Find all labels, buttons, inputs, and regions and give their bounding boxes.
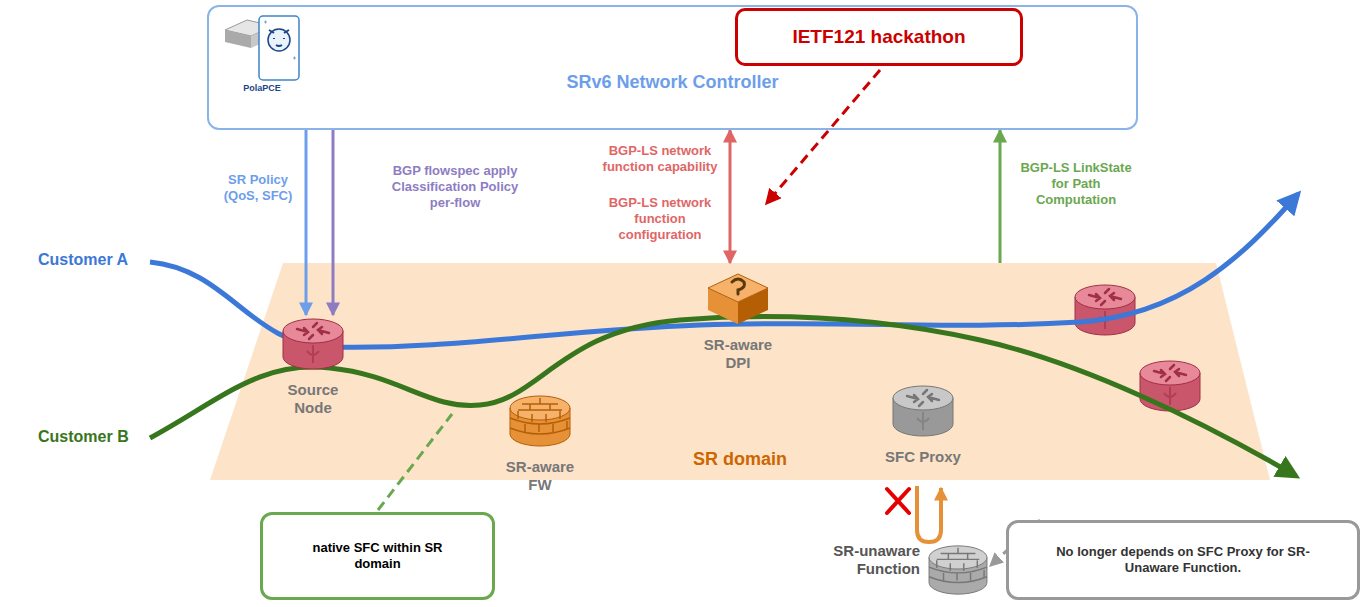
icon-graphic	[283, 319, 343, 369]
customer-label: Customer A	[38, 252, 128, 268]
proxy-node: SFC Proxy	[863, 382, 983, 466]
brick-joint	[963, 563, 964, 571]
node-label: SR-aware DPI	[696, 336, 781, 372]
router-arrows	[907, 390, 939, 406]
brick-joint	[566, 421, 568, 429]
node-label: PolaPCE	[223, 83, 301, 94]
sr-domain-shape	[210, 263, 1270, 480]
router-arrows	[297, 323, 329, 339]
icon-top	[929, 546, 987, 569]
node-label: SR-aware FW	[498, 458, 583, 494]
dpi-mark	[732, 279, 744, 294]
router-side-mark	[307, 345, 319, 363]
hackathon-pointer	[766, 70, 880, 204]
brick-joint	[517, 411, 519, 419]
brick-joint	[524, 424, 526, 432]
pce-logo: PolaPCE	[222, 14, 302, 94]
customer-label: Customer B	[38, 429, 129, 445]
edge-label: BGP-LS LinkState for Path Computation	[1013, 160, 1139, 208]
dpi-top-face	[708, 274, 768, 302]
brick-top	[518, 398, 562, 410]
node-label: No longer depends on SFC Proxy for SR-Un…	[1048, 544, 1318, 575]
node-label: Source Node	[271, 381, 356, 417]
node-icon	[706, 270, 770, 328]
sr-domain: SR domainSource NodeSR-aware FWSR-aware …	[210, 263, 1270, 480]
server-front	[225, 30, 251, 48]
node-label: SFC Proxy	[868, 448, 978, 466]
connector-arrow	[305, 130, 308, 315]
node-icon	[223, 14, 301, 82]
callout-leader	[378, 414, 452, 510]
callout-box: No longer depends on SFC Proxy for SR-Un…	[1006, 520, 1360, 600]
brick-joint	[531, 414, 533, 422]
icon-graphic	[510, 396, 570, 446]
edge-label: BGP-LS network function capability	[601, 143, 719, 175]
icon-top	[893, 386, 953, 410]
snowflakes	[264, 21, 296, 60]
brick-joint	[552, 424, 554, 432]
logo-frame	[259, 16, 299, 80]
unaware-function-node: SR-unaware Function	[818, 542, 990, 600]
brick-joint	[943, 573, 944, 581]
node-icon	[281, 315, 345, 373]
connector-arrow	[332, 130, 335, 315]
callout-box: native SFC within SR domain	[260, 512, 495, 600]
plain-router	[1140, 361, 1200, 411]
icon-top	[1140, 361, 1200, 385]
brick-joint	[977, 560, 978, 568]
brick-joint	[983, 570, 984, 578]
brick-joint	[970, 573, 971, 581]
brick-joint	[538, 424, 540, 432]
brick-joint	[545, 414, 547, 422]
router-arrows	[1089, 289, 1121, 305]
firewall-node: SR-aware FW	[475, 392, 605, 494]
node-icon	[891, 382, 955, 440]
icon-top	[510, 396, 570, 420]
node-label: SRv6 Network Controller	[566, 72, 778, 94]
brick-joint	[936, 560, 937, 568]
icon-graphic	[225, 16, 299, 80]
node-icon	[508, 392, 572, 450]
bear-head	[268, 29, 290, 51]
node-label: IETF121 hackathon	[792, 26, 965, 49]
node-label: native SFC within SR domain	[308, 540, 448, 571]
brick-line	[510, 418, 570, 424]
cross-mark	[887, 489, 909, 513]
brick-line	[510, 428, 570, 434]
sr-domain-band	[210, 263, 1270, 480]
dpi-node: SR-aware DPI	[673, 270, 803, 372]
connector-arrow	[729, 130, 732, 263]
bear-face	[269, 30, 289, 46]
router-side-mark	[917, 412, 929, 430]
brick-top	[937, 548, 979, 560]
icon-top	[1075, 285, 1135, 309]
icon-graphic	[929, 546, 987, 594]
icon-top	[283, 319, 343, 343]
edge-label: SR Policy (QoS, SFC)	[215, 172, 301, 204]
proxy-detour-arrow	[917, 486, 941, 542]
router-node: Source Node	[258, 315, 368, 417]
customer-a-flow	[150, 194, 1298, 347]
hackathon-box: IETF121 hackathon	[735, 8, 1023, 66]
plain-router	[1075, 285, 1135, 335]
brick-joint	[956, 573, 957, 581]
icon-graphic	[893, 386, 953, 436]
router-arrows	[1154, 365, 1186, 381]
router-side-mark	[1164, 387, 1176, 405]
node-label: SR domain	[210, 449, 1270, 471]
brick-joint	[559, 411, 561, 419]
node-icon	[926, 542, 990, 598]
icon-graphic	[708, 274, 768, 324]
edge-label: BGP flowspec apply Classification Policy…	[385, 163, 525, 211]
node-label: SR-unaware Function	[820, 542, 920, 578]
brick-line	[929, 577, 987, 583]
brick-joint	[950, 563, 951, 571]
brick-line	[929, 567, 987, 573]
protocol-label: BGP-LS network function configuration	[601, 195, 719, 243]
customer-b-flow	[150, 317, 1296, 476]
connector-arrow	[999, 130, 1002, 263]
